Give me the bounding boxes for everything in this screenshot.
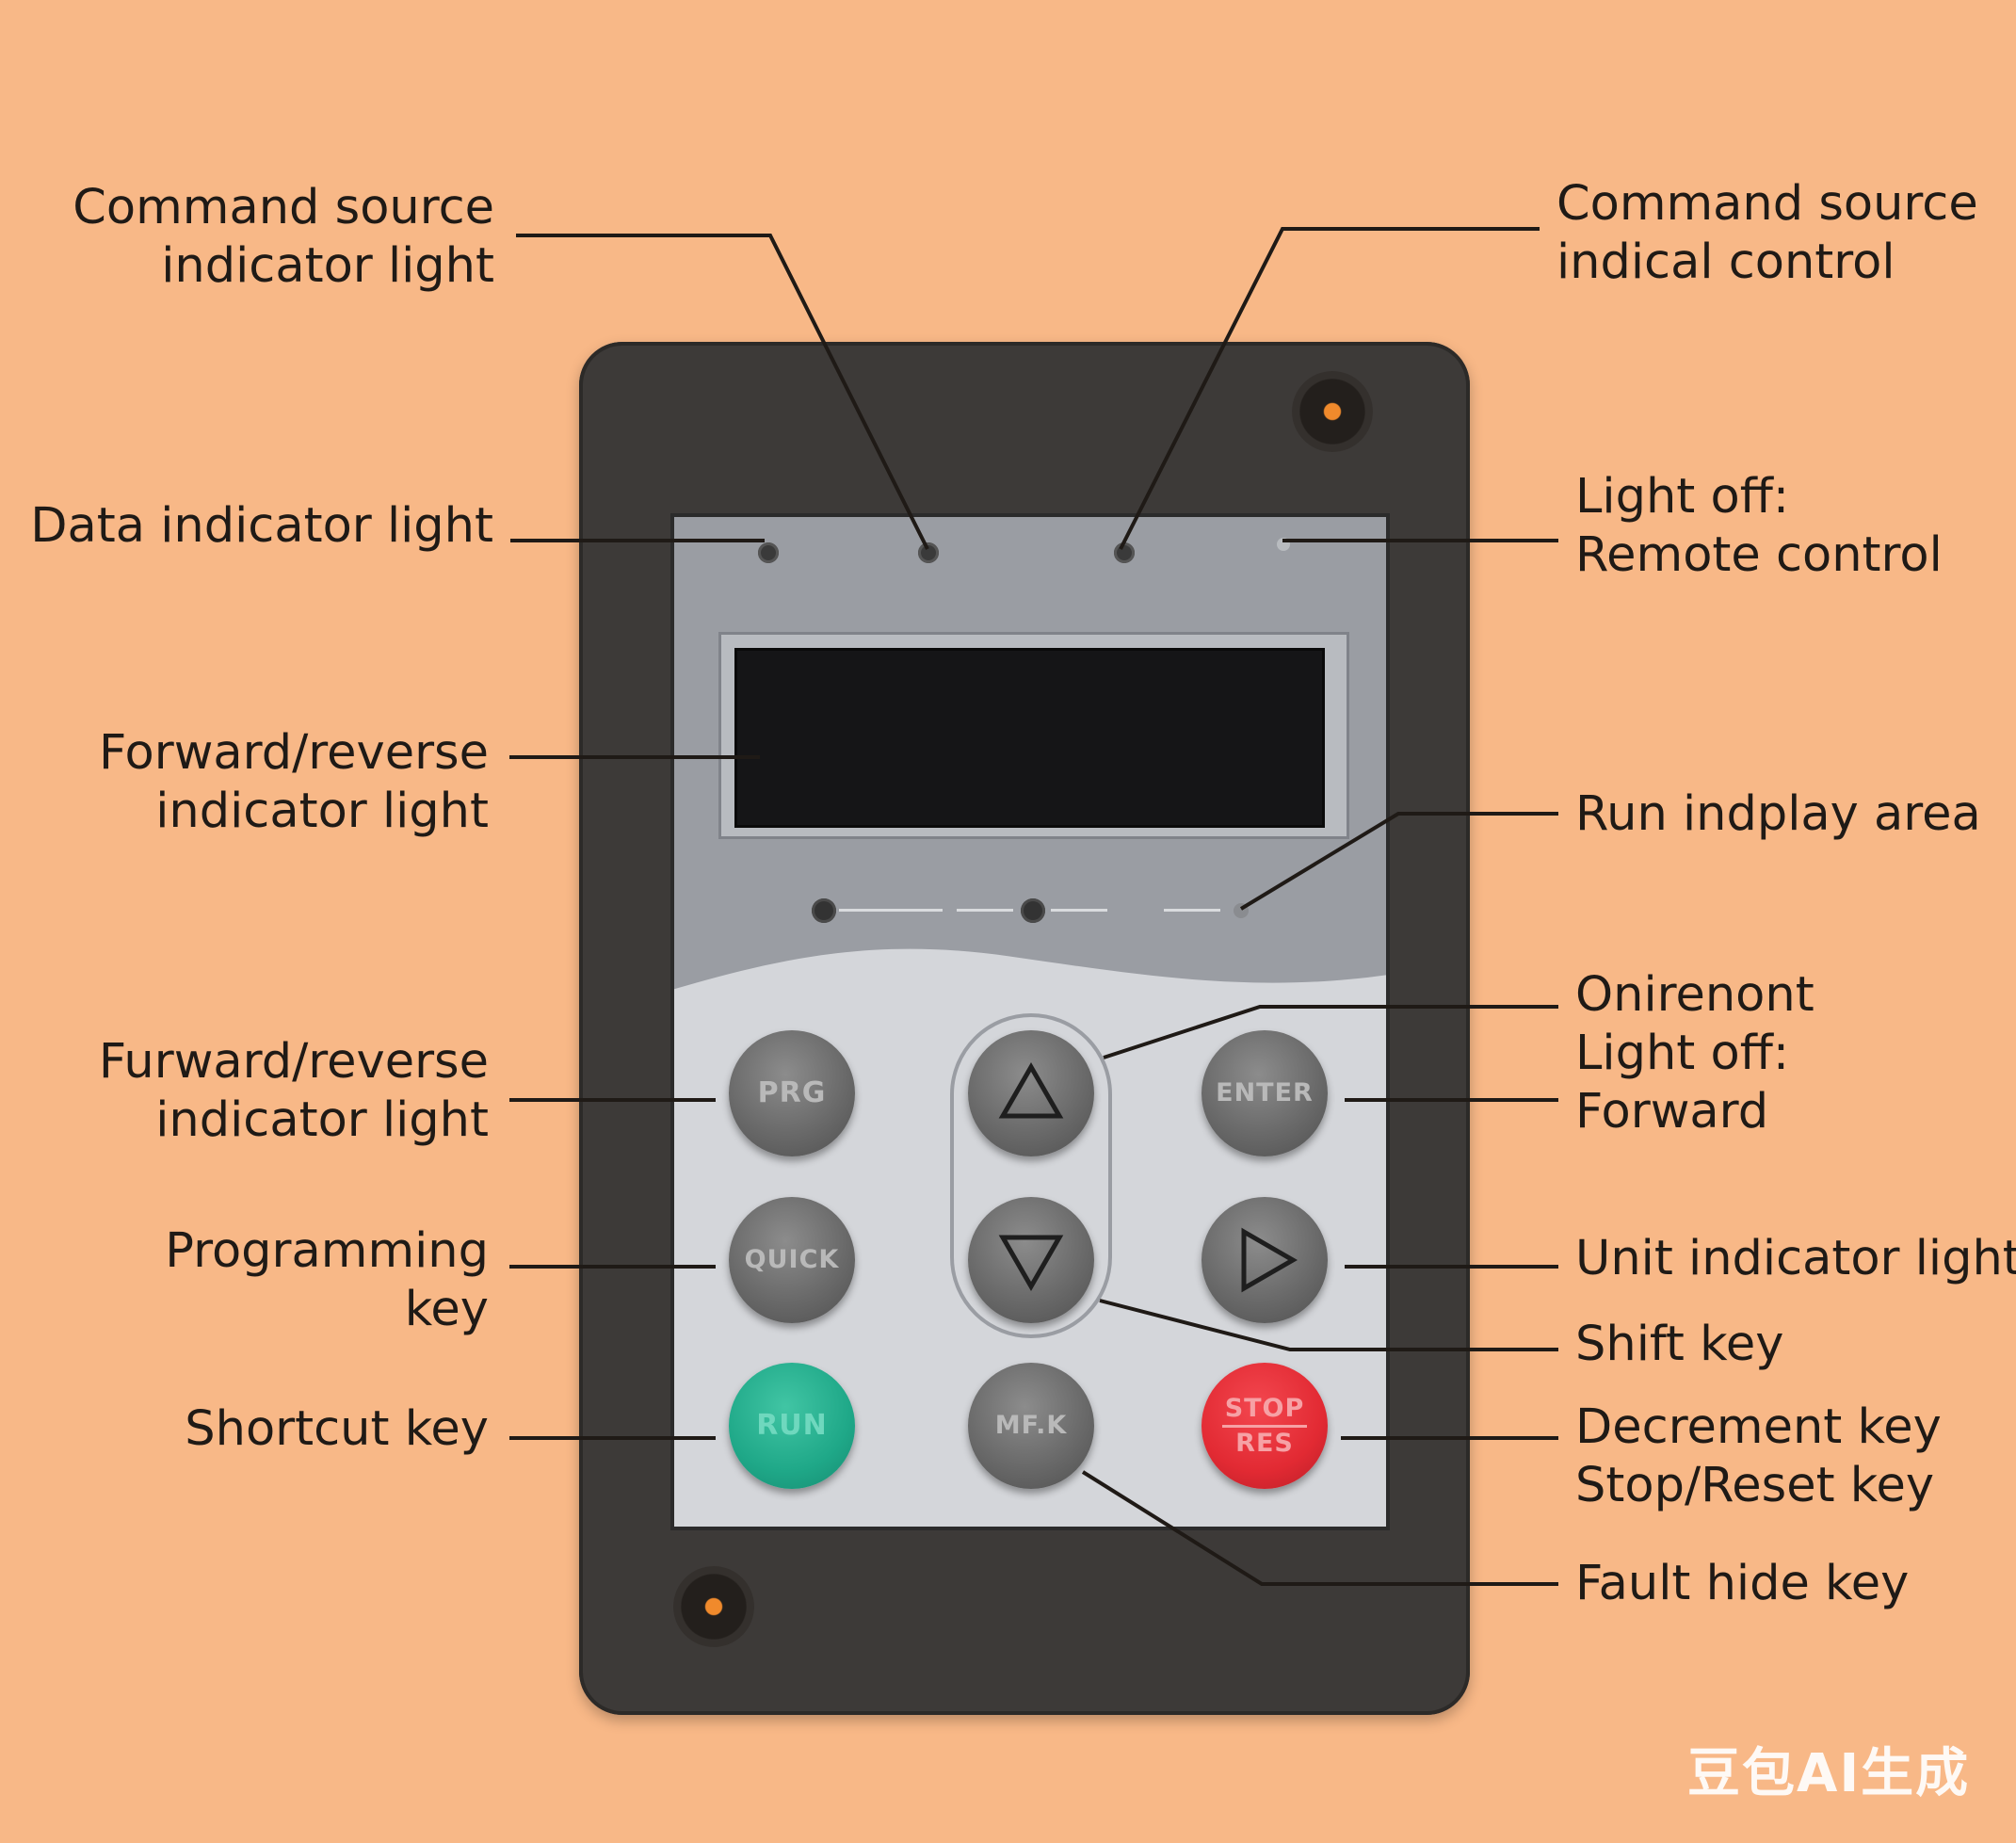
unit-line-3 [1051, 909, 1107, 912]
label-line: Furward/reverse [98, 1034, 489, 1090]
label-line: Onirenont [1575, 967, 1814, 1023]
shift-key[interactable] [1202, 1197, 1328, 1323]
label-line: Light off: [1575, 1026, 1790, 1081]
unit-indicator-led-2 [1021, 898, 1045, 923]
label-forward-reverse-indicator-light: Forward/reverse indicator light [99, 724, 489, 841]
label-line: Unit indicator light [1575, 1231, 2016, 1286]
label-unit-indicator-light: Unit indicator light [1575, 1230, 2016, 1288]
label-shift-key: Shift key [1575, 1316, 1783, 1374]
keypad-panel: PRG ENTER QUICK RUN MF.K STOP RES [670, 513, 1390, 1530]
label-line: Command source [1556, 176, 1978, 232]
label-line: Data indicator light [30, 498, 493, 554]
command-source-control-led [1114, 542, 1135, 563]
remote-control-led [1277, 538, 1290, 551]
label-command-source-indical-control: Command source indical control [1556, 175, 1978, 292]
label-line: indicator light [161, 238, 494, 294]
run-key[interactable]: RUN [729, 1363, 855, 1489]
up-arrow-icon [998, 1061, 1064, 1119]
enter-key[interactable]: ENTER [1202, 1030, 1328, 1156]
unit-indicator-led-3 [1234, 903, 1249, 918]
label-programming-key: Programming key [165, 1222, 489, 1339]
label-line: Decrement key [1575, 1399, 1942, 1455]
label-line: Forward [1575, 1084, 1769, 1140]
unit-line-2 [957, 909, 1013, 912]
watermark: 豆包AI生成 [1687, 1743, 1971, 1804]
right-arrow-icon [1241, 1227, 1298, 1293]
label-line: Light off: [1575, 469, 1790, 525]
stop-reset-key[interactable]: STOP RES [1202, 1363, 1328, 1489]
mfk-key[interactable]: MF.K [968, 1363, 1094, 1489]
data-indicator-led [758, 542, 779, 563]
label-line: indicator light [155, 784, 489, 839]
res-label: RES [1235, 1428, 1294, 1458]
label-light-off-remote-control: Light off: Remote control [1575, 468, 1943, 585]
display-frame [718, 632, 1349, 839]
run-display [734, 648, 1325, 828]
label-line: Run indplay area [1575, 786, 1981, 842]
label-data-indicator-light: Data indicator light [30, 497, 493, 556]
increment-key[interactable] [968, 1030, 1094, 1156]
label-line: Remote control [1575, 527, 1943, 583]
label-decrement-stop-reset-key: Decrement key Stop/Reset key [1575, 1398, 1942, 1515]
label-shortcut-key: Shortcut key [185, 1400, 489, 1459]
unit-line-1 [839, 909, 943, 912]
label-line: indical control [1556, 234, 1895, 290]
label-line: Programming [165, 1223, 489, 1279]
label-furward-reverse-indicator-light: Furward/reverse indicator light [99, 1033, 489, 1150]
screw-top-right [1292, 371, 1373, 452]
stop-label: STOP [1224, 1393, 1305, 1423]
label-command-source-indicator-light: Command source indicator light [73, 179, 494, 296]
unit-line-4 [1164, 909, 1220, 912]
prg-key[interactable]: PRG [729, 1030, 855, 1156]
label-line: Shortcut key [185, 1401, 489, 1457]
decrement-key[interactable] [968, 1197, 1094, 1323]
label-line: Stop/Reset key [1575, 1458, 1935, 1513]
stop-key-divider [1222, 1424, 1307, 1428]
quick-key[interactable]: QUICK [729, 1197, 855, 1323]
label-run-indplay-area: Run indplay area [1575, 785, 1981, 844]
label-onirenont-light-off-forward: Onirenont Light off: Forward [1575, 966, 1814, 1141]
label-line: Fault hide key [1575, 1556, 1910, 1611]
label-line: indicator light [155, 1092, 489, 1148]
unit-indicator-led-1 [812, 898, 836, 923]
command-source-led [918, 542, 939, 563]
down-arrow-icon [998, 1235, 1064, 1292]
label-line: key [404, 1282, 489, 1337]
label-line: Forward/reverse [99, 725, 489, 781]
label-fault-hide-key: Fault hide key [1575, 1555, 1909, 1613]
label-line: Shift key [1575, 1317, 1784, 1372]
label-line: Command source [73, 180, 494, 235]
screw-bottom-left [673, 1566, 754, 1647]
